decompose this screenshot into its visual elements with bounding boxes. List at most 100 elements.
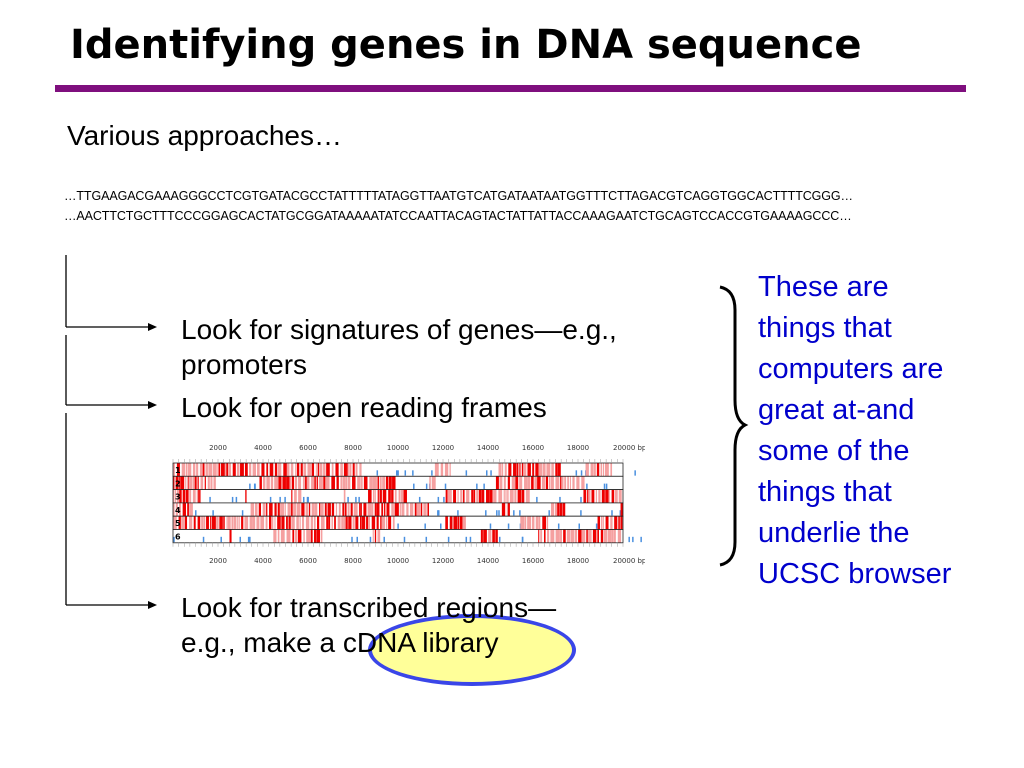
start-codon-mark — [490, 470, 492, 476]
orf-bar — [334, 516, 336, 530]
orf-bar — [614, 489, 618, 503]
frame-label: 4 — [175, 506, 181, 515]
start-codon-mark — [444, 483, 447, 489]
orf-bar — [372, 476, 377, 490]
orf-bar — [610, 516, 613, 530]
orf-bar — [352, 516, 355, 530]
orf-bar — [262, 502, 266, 517]
orf-bar — [342, 502, 345, 517]
orf-bar — [514, 489, 517, 503]
orf-bar — [381, 502, 384, 517]
start-codon-mark — [431, 470, 433, 476]
orf-bar — [176, 463, 180, 477]
orf-bar — [445, 489, 448, 503]
axis-tick-label: 16000 — [522, 444, 544, 452]
orf-bar — [335, 502, 338, 517]
orf-bar — [357, 476, 361, 490]
orf-bar — [207, 476, 210, 490]
orf-bar — [535, 463, 539, 477]
orf-bar — [350, 502, 353, 517]
orf-bar — [509, 489, 514, 503]
orf-bar — [266, 476, 270, 490]
orf-bar — [372, 489, 375, 503]
orf-bar — [249, 463, 252, 477]
orf-bar — [175, 502, 178, 517]
orf-bar — [376, 502, 380, 517]
axis-tick-label: 14000 — [477, 557, 499, 565]
orf-bar — [274, 502, 277, 517]
orf-bar — [216, 463, 218, 477]
orf-bar — [571, 529, 574, 543]
start-codon-mark — [397, 470, 399, 476]
orf-bar — [269, 463, 274, 477]
orf-bar — [507, 489, 509, 503]
orf-bar — [290, 463, 294, 477]
orf-bar — [371, 516, 376, 530]
subtitle: Various approaches… — [67, 120, 342, 151]
orf-bar — [343, 489, 346, 503]
orf-bar — [501, 463, 504, 477]
axis-tick-label: 8000 — [344, 557, 362, 565]
orf-bar — [224, 463, 227, 477]
start-codon-mark — [507, 523, 510, 529]
orf-bar — [273, 529, 277, 543]
orf-bar — [244, 516, 249, 530]
orf-bar — [547, 529, 550, 543]
orf-bar — [324, 502, 327, 517]
start-codon-mark — [605, 483, 608, 489]
axis-tick-label: 2000 — [209, 444, 227, 452]
orf-bar — [282, 476, 286, 490]
orf-bar — [427, 502, 430, 517]
orf-bar — [547, 516, 549, 530]
orf-bar — [221, 463, 225, 477]
orf-bar — [361, 516, 366, 530]
side-note-line: underlie the — [758, 517, 910, 549]
orf-bar — [316, 529, 321, 543]
orf-bar — [543, 529, 546, 543]
frame-label: 5 — [175, 519, 181, 528]
orf-bar — [453, 516, 458, 530]
orf-bar — [398, 489, 401, 503]
orf-bar — [189, 476, 193, 490]
dna-line-2: …AACTTCTGCTTTCCCGGAGCACTATGCGGATAAAAATAT… — [64, 209, 852, 223]
orf-bar — [538, 516, 541, 530]
orf-bar — [173, 463, 175, 477]
orf-bar — [185, 463, 188, 477]
orf-bar — [540, 529, 543, 543]
axis-tick-label: 4000 — [254, 444, 272, 452]
orf-bar — [187, 502, 189, 517]
orf-bar — [185, 476, 187, 490]
orf-bar — [519, 463, 521, 477]
orf-bar — [444, 463, 449, 477]
orf-bar — [434, 463, 439, 477]
orf-bar — [200, 476, 204, 490]
orf-bar — [360, 502, 362, 517]
orf-bar — [504, 463, 507, 477]
orf-bar — [460, 489, 463, 503]
orf-bar — [548, 476, 551, 490]
orf-bar — [180, 476, 185, 490]
orf-bar — [374, 529, 377, 543]
orf-bar — [379, 476, 382, 490]
frame-row — [173, 489, 623, 503]
orf-bar — [503, 489, 505, 503]
orf-bar — [345, 476, 348, 490]
orf-bar — [550, 529, 555, 543]
frame-border — [172, 529, 624, 544]
orf-bar — [583, 489, 587, 503]
axis-tick-label: 10000 — [387, 557, 409, 565]
orf-bar — [532, 516, 535, 530]
orf-bar — [338, 502, 341, 517]
orf-bar — [368, 489, 372, 503]
orf-bar — [527, 463, 531, 477]
orf-bar — [610, 463, 613, 477]
axis-tick-label: 8000 — [344, 444, 362, 452]
orf-bar — [355, 516, 359, 530]
orf-bar — [343, 516, 346, 530]
orf-bar — [391, 489, 394, 503]
orf-bar — [310, 529, 313, 543]
start-codon-mark — [397, 523, 399, 529]
start-codon-mark — [483, 483, 485, 489]
orf-bar — [555, 529, 560, 543]
orf-bar — [296, 516, 299, 530]
